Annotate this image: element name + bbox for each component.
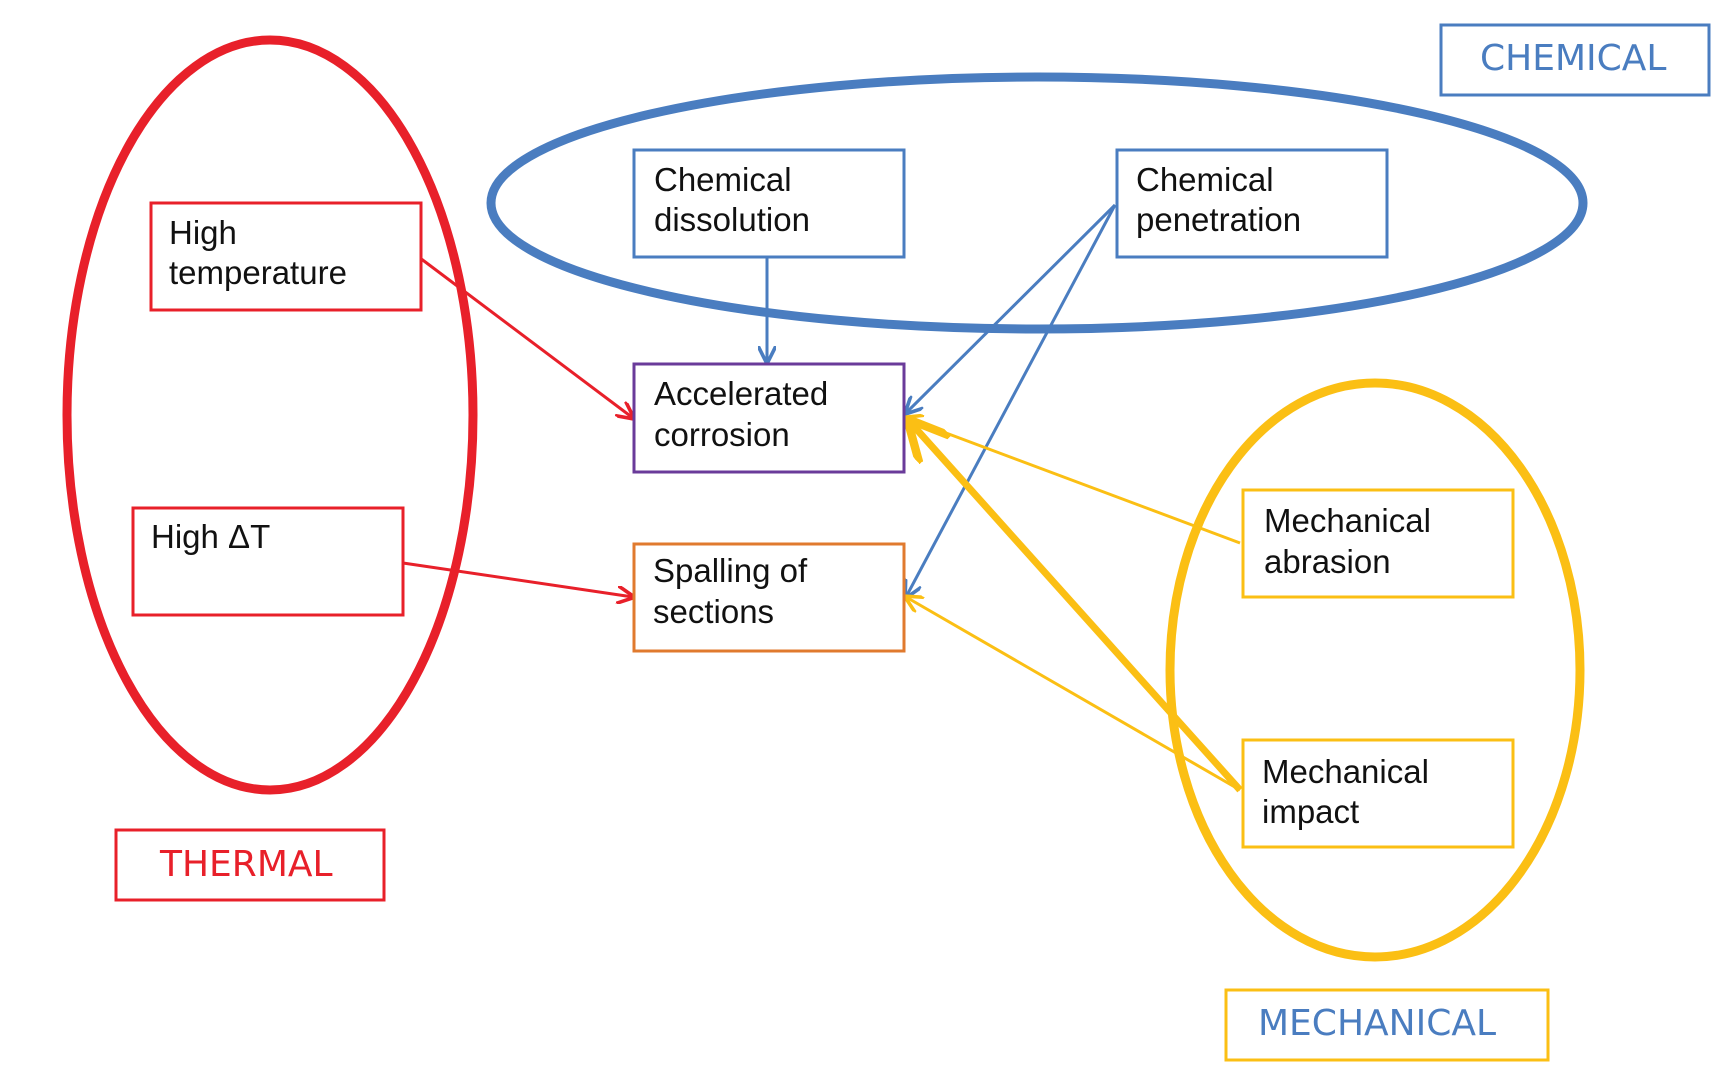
node-high-temperature-line-1: High xyxy=(169,214,237,251)
node-high-temperature: High temperature xyxy=(149,201,423,312)
arrow-impact-to-spalling xyxy=(906,597,1241,792)
node-high-temperature-line-2: temperature xyxy=(169,254,347,291)
arrow-high-temperature-to-corrosion xyxy=(419,256,633,418)
arrow-abrasion-to-corrosion xyxy=(906,418,1241,545)
node-high-delta-t: High ΔT xyxy=(131,506,405,617)
node-spalling-of-sections-line-2: sections xyxy=(653,593,774,630)
node-mechanical-impact: Mechanical impact xyxy=(1241,738,1515,849)
node-accelerated-corrosion-line-2: corrosion xyxy=(654,416,790,453)
node-chemical-penetration: Chemical penetration xyxy=(1115,148,1389,259)
label-chemical-text: CHEMICAL xyxy=(1480,38,1666,79)
mechanical-group-ellipse xyxy=(1165,378,1585,962)
node-spalling-of-sections: Spalling of sections xyxy=(632,542,906,653)
arrow-penetration-to-spalling xyxy=(906,204,1117,597)
node-chemical-dissolution-line-2: dissolution xyxy=(654,201,810,238)
label-mechanical: MECHANICAL xyxy=(1224,988,1550,1062)
label-mechanical-text: MECHANICAL xyxy=(1258,1003,1496,1044)
node-chemical-dissolution-line-1: Chemical xyxy=(654,161,792,198)
thermal-group-ellipse xyxy=(62,35,478,795)
node-spalling-of-sections-line-1: Spalling of xyxy=(653,552,808,589)
node-mechanical-abrasion-line-1: Mechanical xyxy=(1264,502,1431,539)
node-accelerated-corrosion-line-1: Accelerated xyxy=(654,375,828,412)
arrow-penetration-to-corrosion xyxy=(906,203,1117,413)
node-mechanical-abrasion-line-2: abrasion xyxy=(1264,543,1391,580)
arrow-impact-to-corrosion xyxy=(910,422,1243,793)
label-thermal-text: THERMAL xyxy=(159,844,333,885)
node-high-delta-t-line-1: High ΔT xyxy=(151,518,270,555)
label-chemical: CHEMICAL xyxy=(1439,23,1711,97)
label-thermal: THERMAL xyxy=(114,828,386,902)
chemical-group-ellipse xyxy=(486,72,1588,334)
node-mechanical-impact-line-1: Mechanical xyxy=(1262,753,1429,790)
node-mechanical-abrasion: Mechanical abrasion xyxy=(1241,488,1515,599)
node-accelerated-corrosion: Accelerated corrosion xyxy=(632,362,906,474)
node-mechanical-impact-line-2: impact xyxy=(1262,793,1359,830)
node-chemical-dissolution: Chemical dissolution xyxy=(632,148,906,259)
arrow-high-delta-t-to-spalling xyxy=(402,561,633,597)
node-chemical-penetration-line-2: penetration xyxy=(1136,201,1301,238)
node-chemical-penetration-line-1: Chemical xyxy=(1136,161,1274,198)
